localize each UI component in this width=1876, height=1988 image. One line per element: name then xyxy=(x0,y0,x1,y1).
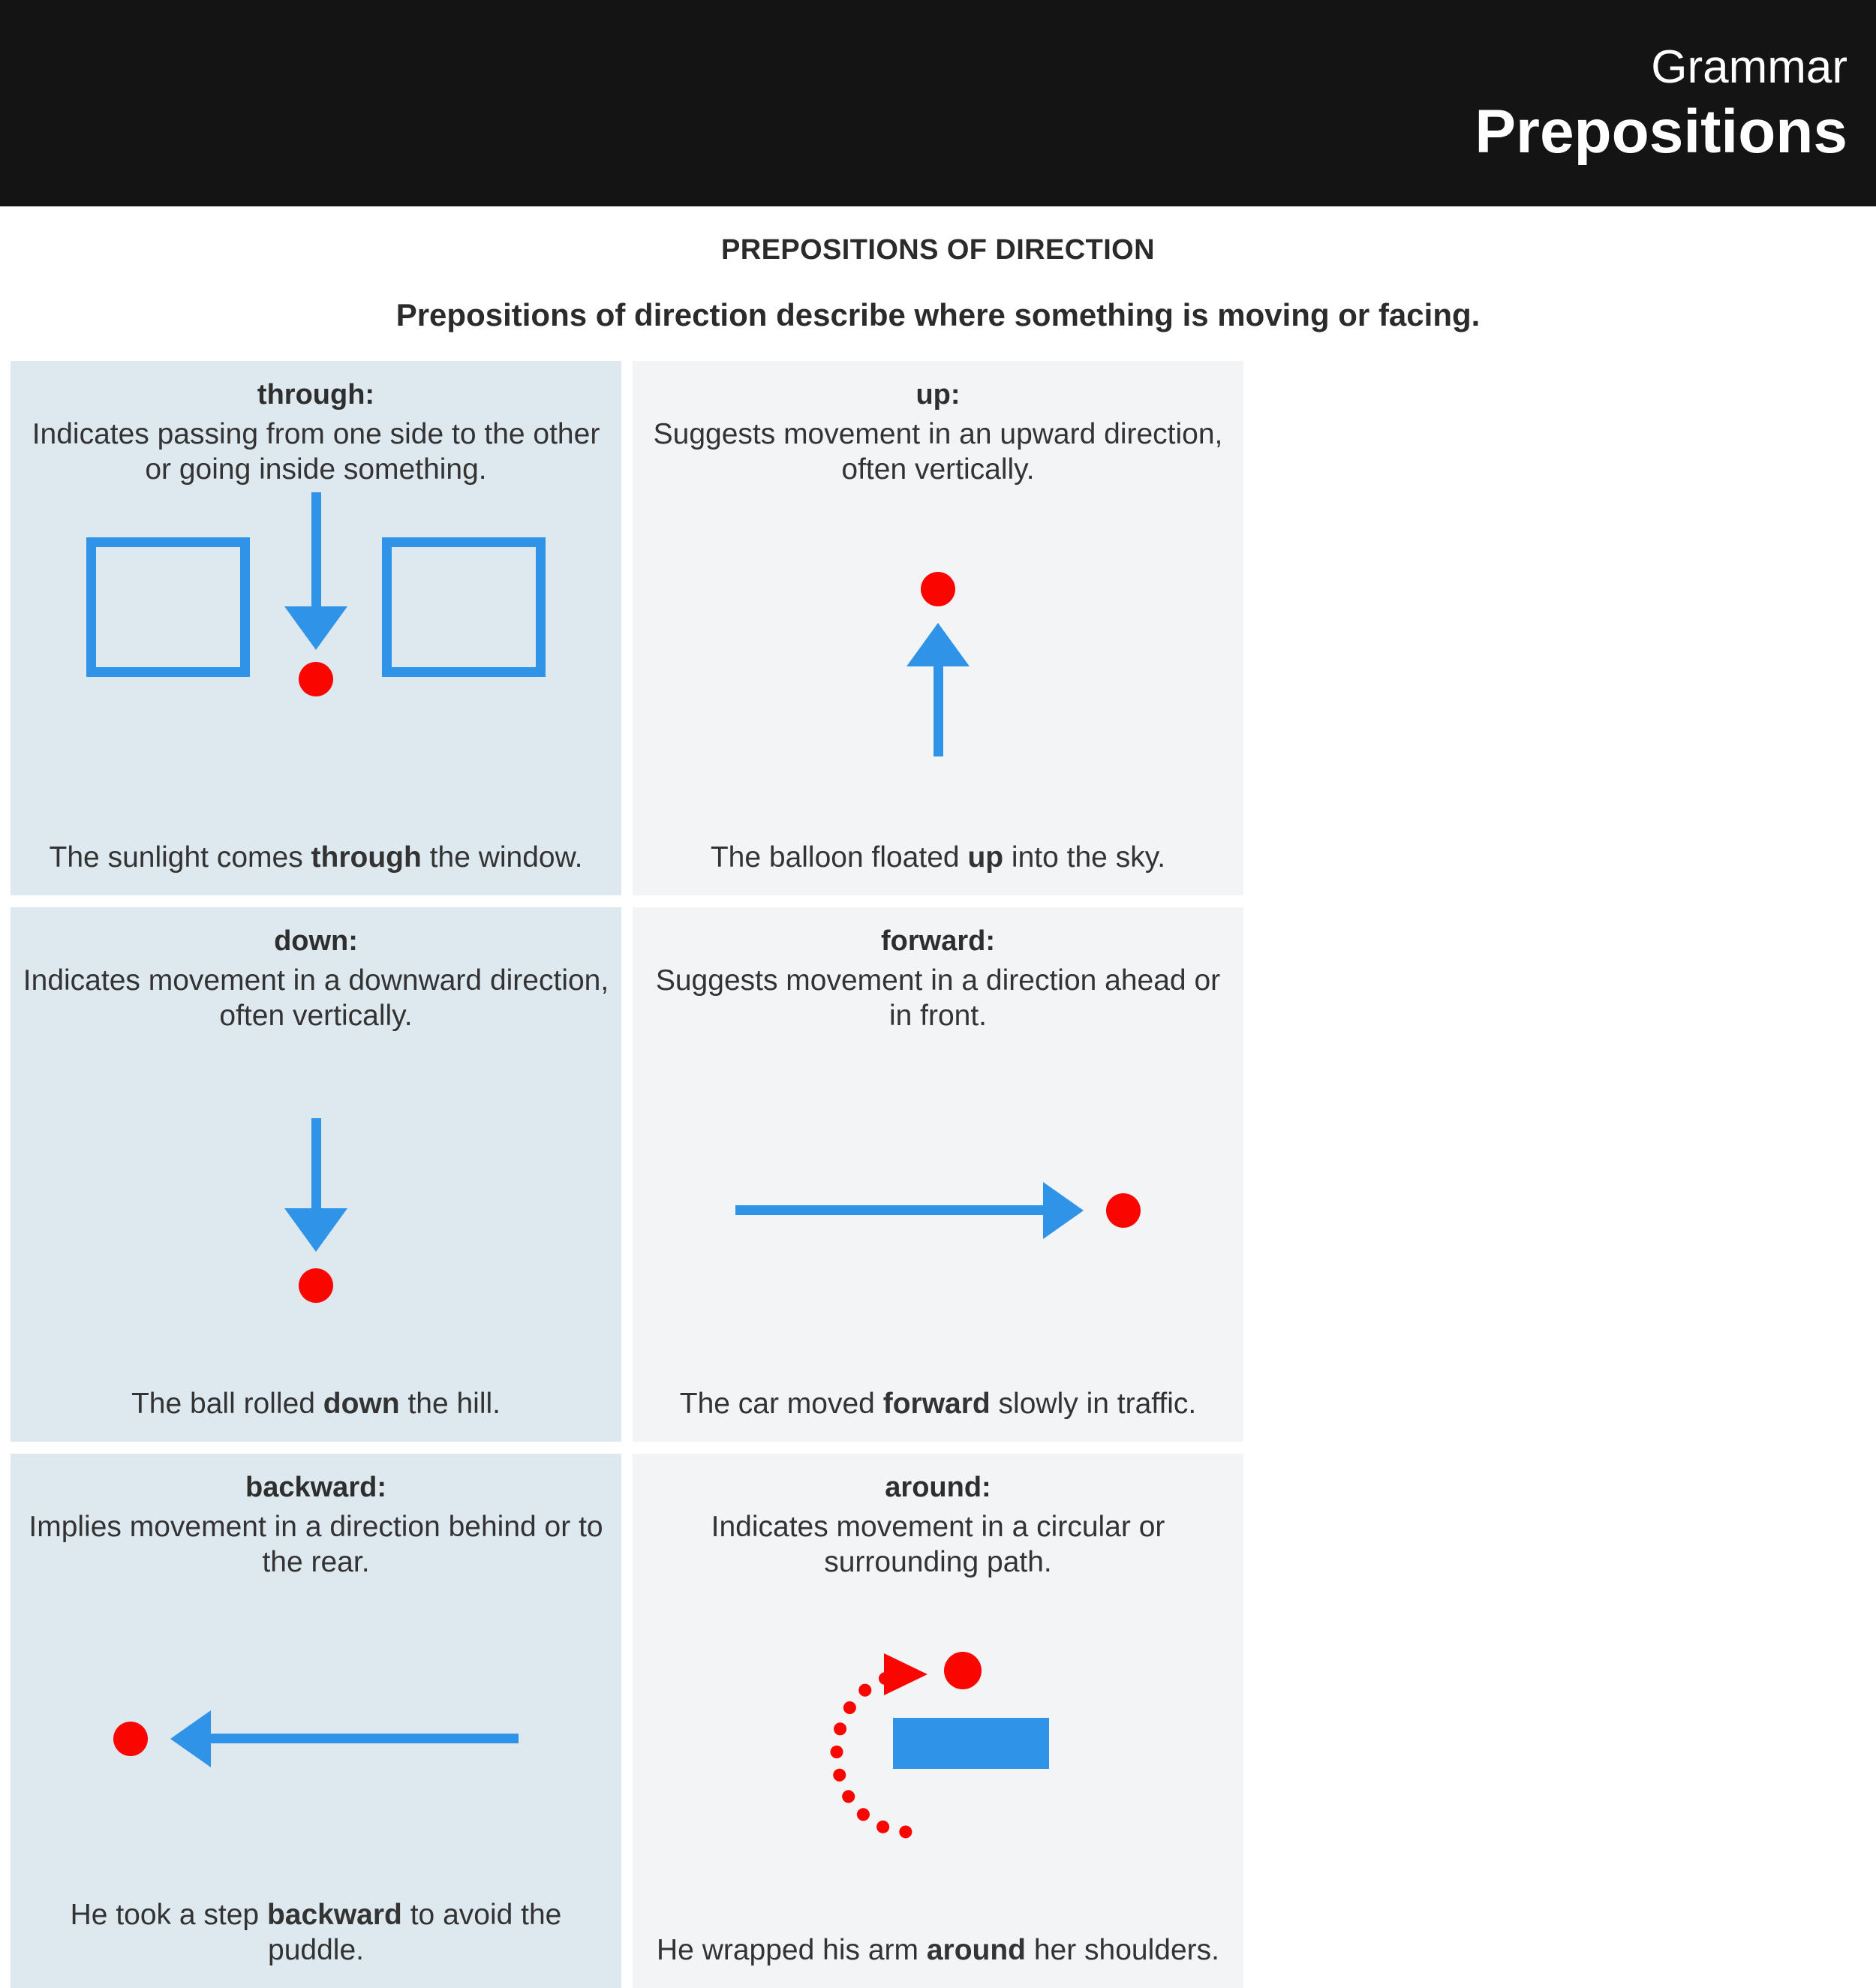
example-text-before: He took a step xyxy=(70,1898,267,1931)
red-dot-icon xyxy=(299,661,333,696)
card-example: He took a step backward to avoid the pud… xyxy=(23,1897,609,1988)
down-arrow-group xyxy=(284,492,347,696)
card-term: down: xyxy=(274,925,358,957)
arrow-shaft xyxy=(933,666,943,756)
arrow-head-down-icon xyxy=(284,1208,347,1252)
card-example: The sunlight comes through the window. xyxy=(50,840,583,895)
card-backward: backward: Implies movement in a directio… xyxy=(11,1454,621,1988)
example-text-before: The ball rolled xyxy=(131,1388,323,1421)
arrow-head-down-icon xyxy=(284,606,347,650)
example-text-after: slowly in traffic. xyxy=(990,1388,1197,1421)
arrow-shaft xyxy=(735,1205,1043,1216)
section-heading: PREPOSITIONS OF DIRECTION xyxy=(721,234,1155,266)
example-keyword: through xyxy=(311,841,422,874)
example-text-after: the window. xyxy=(421,841,583,874)
card-forward: forward: Suggests movement in a directio… xyxy=(633,907,1243,1442)
example-keyword: forward xyxy=(882,1388,991,1421)
card-up: up: Suggests movement in an upward direc… xyxy=(633,361,1243,895)
around-stage xyxy=(780,1644,1096,1869)
card-definition: Indicates passing from one side to the o… xyxy=(32,417,600,486)
blue-bar-icon xyxy=(893,1717,1049,1769)
card-term: backward: xyxy=(245,1472,386,1503)
red-dot-icon xyxy=(944,1651,982,1689)
example-keyword: backward xyxy=(266,1898,402,1931)
example-keyword: up xyxy=(967,841,1004,874)
card-term: forward: xyxy=(881,925,995,957)
section-subheading: Prepositions of direction describe where… xyxy=(395,296,1481,332)
example-keyword: down xyxy=(323,1388,400,1421)
card-definition: Suggests movement in an upward direction… xyxy=(653,417,1223,486)
card-term: up: xyxy=(915,379,961,411)
square-left-icon xyxy=(86,537,250,677)
card-example: The ball rolled down the hill. xyxy=(131,1386,501,1442)
diagram-around xyxy=(645,1580,1231,1933)
card-example: The car moved forward slowly in traffic. xyxy=(680,1386,1197,1442)
card-definition: Indicates movement in a circular or surr… xyxy=(711,1510,1165,1579)
example-text-before: The sunlight comes xyxy=(49,841,311,874)
card-term: around: xyxy=(885,1472,991,1503)
card-around: around: Indicates movement in a circular… xyxy=(633,1454,1243,1988)
preposition-card-grid: through: Indicates passing from one side… xyxy=(11,361,1864,1988)
example-text-before: He wrapped his arm xyxy=(657,1934,927,1967)
card-definition: Suggests movement in a direction ahead o… xyxy=(655,964,1221,1033)
example-keyword: around xyxy=(926,1934,1026,1967)
arrow-shaft xyxy=(211,1734,519,1744)
example-text-before: The car moved xyxy=(679,1388,883,1421)
red-dot-icon xyxy=(921,571,955,606)
diagram-up xyxy=(645,488,1231,841)
arrow-shaft xyxy=(311,492,321,606)
red-dot-icon xyxy=(299,1268,333,1303)
card-definition: Indicates movement in a downward directi… xyxy=(23,964,609,1033)
diagram-down xyxy=(23,1034,609,1387)
intro-block: PREPOSITIONS OF DIRECTION Prepositions o… xyxy=(0,206,1876,332)
example-text-before: The balloon floated xyxy=(710,841,968,874)
diagram-through xyxy=(23,488,609,841)
header-kicker: Grammar xyxy=(1651,41,1847,93)
square-right-icon xyxy=(382,537,546,677)
card-definition: Implies movement in a direction behind o… xyxy=(29,1510,603,1579)
card-term: through: xyxy=(257,379,375,411)
arrow-head-right-icon xyxy=(1043,1181,1084,1239)
arrow-head-left-icon xyxy=(170,1710,211,1767)
example-text-after: the hill. xyxy=(399,1388,501,1421)
arrow-shaft xyxy=(311,1117,321,1208)
diagram-forward xyxy=(645,1034,1231,1387)
card-example: He wrapped his arm around her shoulders. xyxy=(657,1932,1219,1988)
card-example: The balloon floated up into the sky. xyxy=(711,840,1165,895)
page-title: Prepositions xyxy=(1475,97,1847,166)
page-header: Grammar Prepositions xyxy=(0,0,1876,206)
red-dot-icon xyxy=(113,1721,148,1756)
red-dot-icon xyxy=(1106,1192,1141,1228)
example-text-after: her shoulders. xyxy=(1026,1934,1219,1967)
card-through: through: Indicates passing from one side… xyxy=(11,361,621,895)
card-down: down: Indicates movement in a downward d… xyxy=(11,907,621,1442)
arrow-head-up-icon xyxy=(906,622,970,666)
diagram-backward xyxy=(23,1580,609,1897)
example-text-after: into the sky. xyxy=(1003,841,1166,874)
